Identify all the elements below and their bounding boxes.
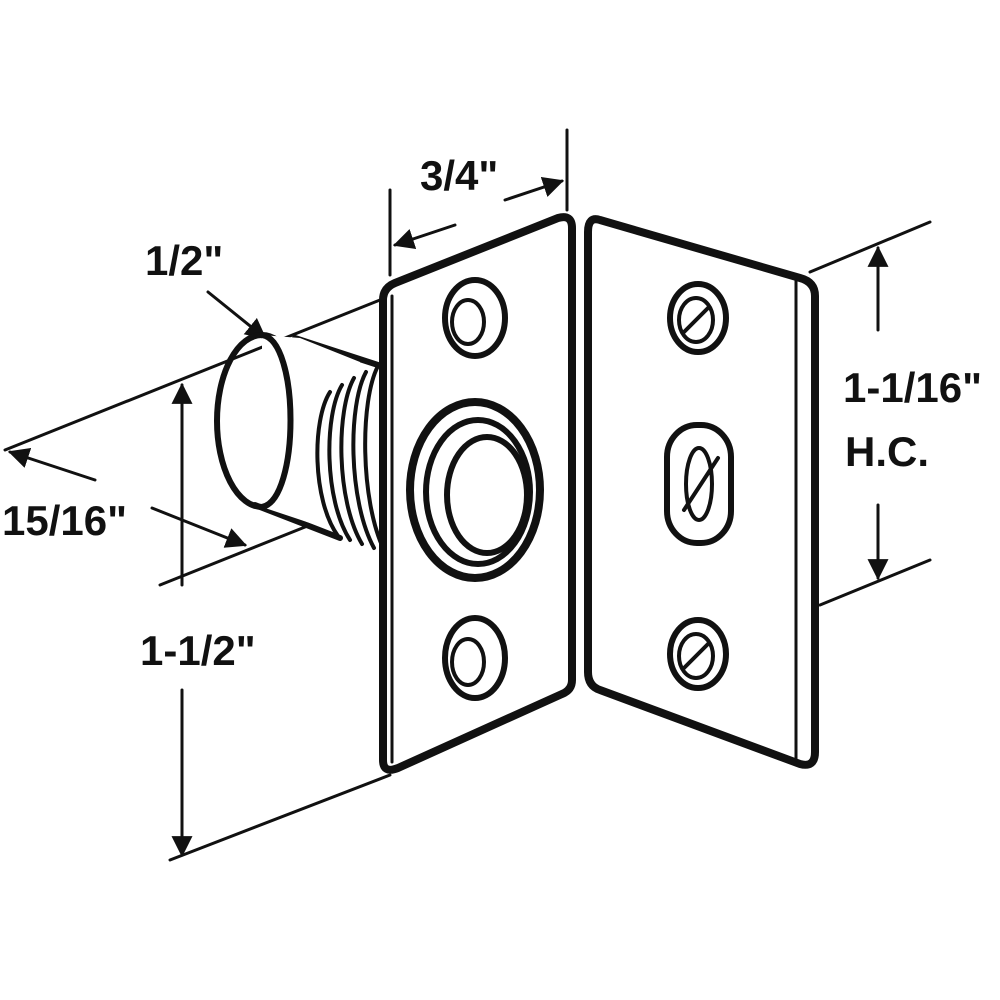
screw-hole-icon (442, 615, 508, 701)
screw-hole-icon (667, 281, 729, 355)
barrel (214, 332, 386, 552)
label-barrel-length: 15/16" (2, 497, 127, 544)
label-hole-center-value: 1-1/16" (843, 364, 982, 411)
strike-slot (664, 422, 734, 546)
dimension-arrow-barrel-diameter (206, 290, 267, 340)
barrel-threads (315, 364, 386, 552)
catch-plate (379, 213, 576, 774)
dimension-arrows-barrel-length (8, 447, 247, 548)
label-hole-center-suffix: H.C. (845, 428, 929, 475)
label-plate-depth: 3/4" (420, 152, 498, 199)
extension-lines (3, 128, 932, 862)
label-barrel-diameter: 1/2" (145, 237, 223, 284)
screw-hole-icon (667, 617, 729, 691)
ball-catch-housing (406, 398, 544, 582)
dimension-arrows-plate-depth (393, 177, 564, 249)
strike-plate (584, 215, 819, 769)
label-plate-height: 1-1/2" (140, 627, 256, 674)
screw-hole-icon (442, 277, 508, 359)
